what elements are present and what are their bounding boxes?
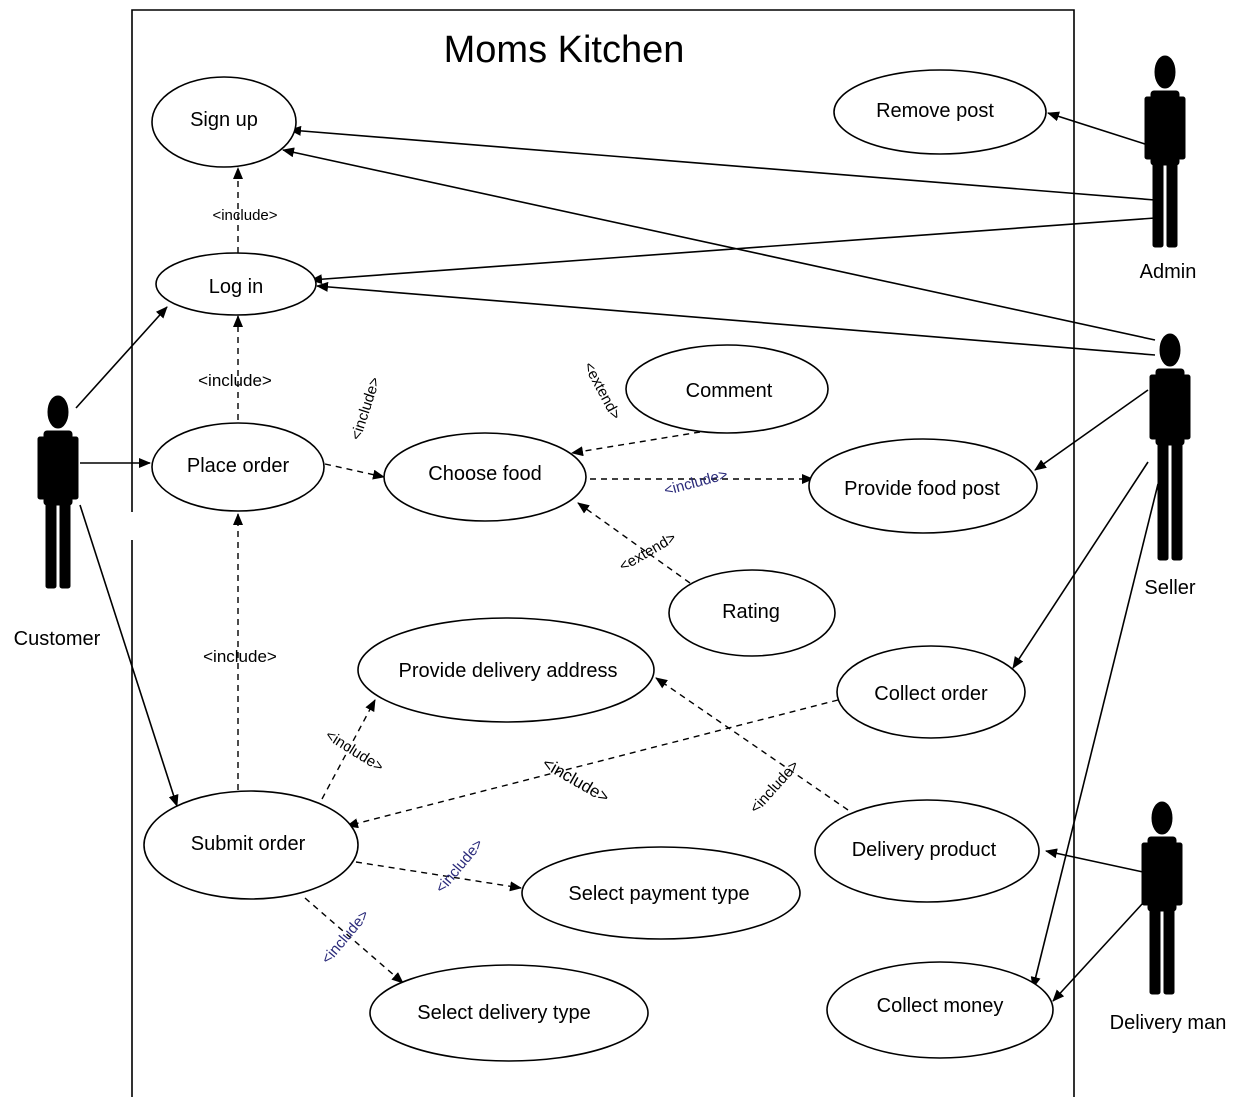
dep-submit-address — [321, 699, 376, 800]
actor-label: Admin — [1140, 261, 1197, 283]
use-case-label: Provide food post — [844, 478, 1000, 500]
assoc-seller-login — [316, 281, 1156, 356]
include-label: <include> — [198, 371, 272, 390]
include-label: <include> — [348, 375, 384, 442]
stick-figure-icon — [1149, 333, 1191, 561]
actor-label: Customer — [14, 628, 101, 650]
assoc-seller-collect-money — [1030, 483, 1159, 989]
use-case-label: Place order — [187, 455, 290, 477]
include-label: <include> — [203, 647, 277, 666]
dep-comment-choosefood — [571, 431, 701, 457]
use-case-collect-order[interactable]: Collect order — [836, 645, 1026, 739]
use-case-label: Collect order — [874, 683, 988, 705]
use-case-label: Sign up — [190, 109, 258, 131]
use-case-select-payment-type[interactable]: Select payment type — [521, 846, 801, 940]
assoc-admin-remove-post — [1047, 111, 1149, 146]
assoc-admin-login — [310, 217, 1156, 285]
include-label: <include> — [432, 836, 487, 897]
actor-label: Seller — [1144, 577, 1195, 599]
use-case-provide-food-post[interactable]: Provide food post — [808, 438, 1038, 534]
use-case-label: Collect money — [877, 995, 1004, 1017]
use-case-comment[interactable]: Comment — [625, 344, 829, 434]
assoc-seller-food-post — [1034, 389, 1149, 471]
use-case-label: Select payment type — [568, 883, 749, 905]
dep-rating-choosefood — [577, 502, 691, 584]
dep-collectorder-submit — [346, 699, 839, 829]
stick-figure-icon — [1144, 55, 1186, 248]
use-case-label: Comment — [686, 380, 773, 402]
actor-seller[interactable]: Seller — [1144, 333, 1196, 599]
use-case-provide-delivery-address[interactable]: Provide delivery address — [357, 617, 655, 723]
dep-submit-deliverytype — [304, 897, 404, 984]
use-case-choose-food[interactable]: Choose food — [383, 432, 587, 522]
actor-admin[interactable]: Admin — [1140, 55, 1197, 283]
use-case-label: Select delivery type — [417, 1002, 590, 1024]
use-case-place-order[interactable]: Place order — [151, 422, 325, 512]
use-case-label: Submit order — [191, 833, 306, 855]
stick-figure-icon — [37, 395, 79, 589]
assoc-delivery-money — [1052, 902, 1144, 1002]
use-case-sign-up[interactable]: Sign up — [151, 76, 297, 168]
dependencies — [233, 167, 849, 984]
actor-customer[interactable]: Customer — [14, 395, 101, 650]
include-label: <include> — [662, 466, 729, 499]
use-case-rating[interactable]: Rating — [668, 569, 836, 657]
system-title: Moms Kitchen — [444, 29, 685, 71]
use-case-submit-order[interactable]: Submit order — [143, 790, 359, 900]
associations — [75, 111, 1159, 1002]
dep-delivery-address — [655, 677, 849, 811]
include-label: <include> — [212, 207, 277, 224]
include-label: <include> — [539, 754, 612, 807]
use-case-label: Log in — [209, 276, 264, 298]
stick-figure-icon — [1141, 801, 1183, 995]
assoc-customer-login — [75, 306, 168, 409]
system-boundary — [131, 9, 1075, 1097]
assoc-delivery-product — [1045, 848, 1144, 873]
use-case-label: Remove post — [876, 100, 994, 122]
use-case-select-delivery-type[interactable]: Select delivery type — [369, 964, 649, 1062]
use-case-log-in[interactable]: Log in — [155, 252, 317, 316]
include-label: <include> — [747, 757, 803, 817]
use-case-label: Provide delivery address — [399, 660, 618, 682]
extend-label: <extend> — [580, 359, 624, 422]
assoc-customer-submit-order — [79, 504, 179, 807]
dep-placeorder-choosefood — [324, 463, 385, 480]
actor-delivery-man[interactable]: Delivery man — [1110, 801, 1227, 1034]
assoc-seller-collect-order — [1012, 461, 1149, 669]
use-case-collect-money[interactable]: Collect money — [826, 961, 1054, 1059]
actor-label: Delivery man — [1110, 1012, 1227, 1034]
use-case-label: Choose food — [428, 463, 541, 485]
dep-submit-payment — [355, 861, 522, 892]
include-label: <include> — [322, 727, 386, 776]
use-case-delivery-product[interactable]: Delivery product — [814, 799, 1040, 903]
use-case-remove-post[interactable]: Remove post — [833, 69, 1047, 155]
use-case-label: Rating — [722, 601, 780, 623]
assoc-seller-signup — [282, 147, 1156, 341]
assoc-admin-signup — [289, 125, 1156, 201]
use-case-label: Delivery product — [852, 839, 997, 861]
